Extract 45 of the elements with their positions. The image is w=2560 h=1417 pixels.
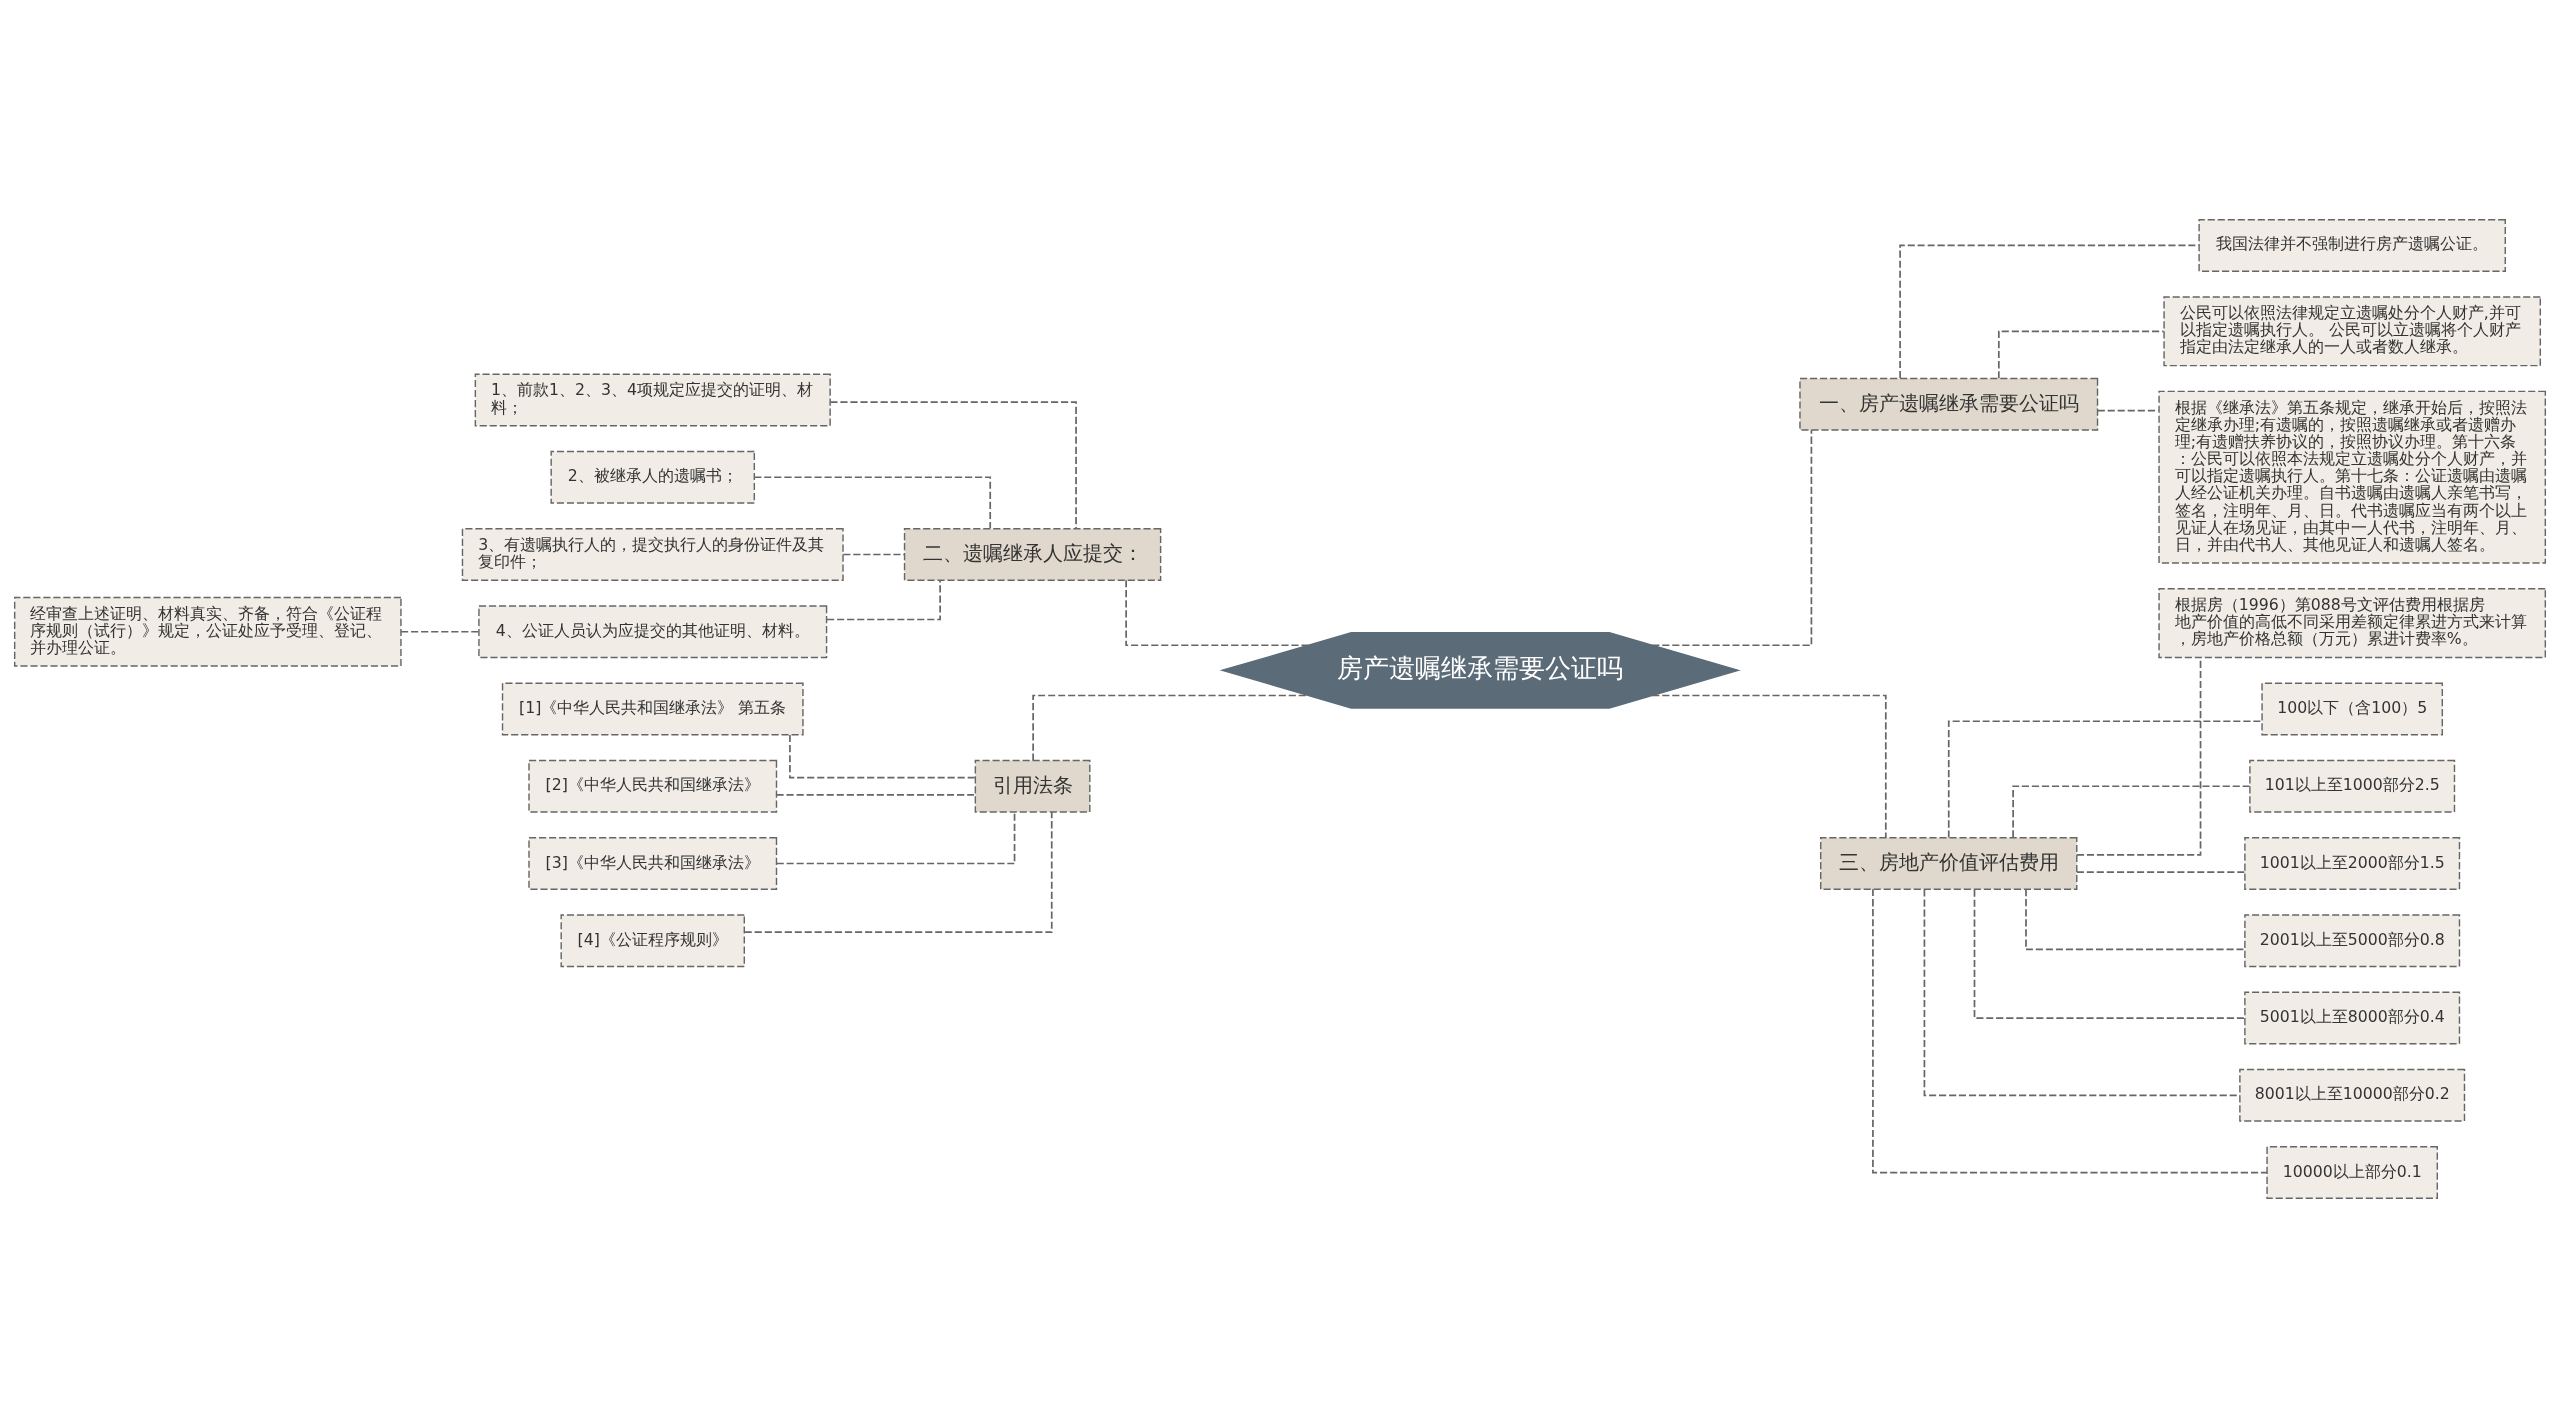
connector: [1872, 887, 2268, 1173]
node-box: 1、前款1、2、3、4项规定应提交的证明、材料；: [474, 373, 831, 426]
node-box: [3]《中华人民共和国继承法》: [528, 836, 778, 890]
connector: [1973, 888, 2246, 1019]
node-box: 4、公证人员认为应提交的其他证明、材料。: [478, 604, 828, 658]
node-box: [2]《中华人民共和国继承法》: [528, 759, 778, 813]
connector: [1651, 428, 1813, 646]
connector: [2076, 870, 2246, 873]
node-box: 101以上至1000部分2.5: [2249, 759, 2456, 813]
node-box: 我国法律并不强制进行房产遗嘱公证。: [2198, 218, 2506, 272]
connector: [1032, 694, 1309, 761]
connector: [743, 811, 1053, 933]
connector: [842, 553, 906, 555]
connector: [1899, 244, 2200, 379]
node-box: 一、房产遗嘱继承需要公证吗: [1799, 377, 2099, 431]
node-box: 5001以上至8000部分0.4: [2244, 991, 2461, 1044]
node-box: 三、房地产价值评估费用: [1820, 836, 2078, 890]
node-box: 经审查上述证明、材料真实、齐备，符合《公证程序规则（试行）》规定，公证处应予受理、登记、并办理公证。: [13, 596, 402, 667]
node-box: 3、有遗嘱执行人的，提交执行人的身份证件及其复印件；: [461, 527, 844, 581]
node-box: 8001以上至10000部分0.2: [2239, 1068, 2466, 1122]
node-box: 根据《继承法》第五条规定，继承开始后，按照法定继承办理;有遗嘱的，按照遗嘱继承或者遗赠办理;有遗赠扶养协议的，按照协议办理。第十六条：公民可以依照本法规定立遗嘱处分个人财产，并可以指定遗嘱执行人。第十七条：公证遗嘱由遗嘱人经公证机关办理。自书遗嘱由遗嘱人亲笔书写，签名，注明年、月、日。代书遗嘱应当有两个以上见证人在场见证，由其中一人代书，注明年、月、日，并由代书人、其他见证人和遗嘱人签名。: [2158, 390, 2547, 564]
connector: [2012, 784, 2251, 838]
node-box: 10000以上部分0.1: [2266, 1145, 2439, 1199]
connector: [775, 811, 1016, 864]
connector: [1947, 719, 2263, 838]
connector: [775, 793, 977, 796]
connector: [1651, 694, 1887, 838]
node-box: 二、遗嘱继承人应提交：: [903, 527, 1162, 581]
connector: [826, 579, 941, 620]
connector: [400, 630, 480, 633]
node-box: 公民可以依照法律规定立遗嘱处分个人财产,并可以指定遗嘱执行人。 公民可以立遗嘱将个人财产指定由法定继承人的一人或者数人继承。: [2163, 295, 2542, 366]
connector: [1125, 578, 1310, 646]
connector: [789, 733, 976, 779]
node-box: 引用法条: [974, 759, 1091, 813]
connector: [2025, 887, 2246, 950]
node-box: [4]《公证程序规则》: [560, 913, 746, 967]
node-box: 1001以上至2000部分1.5: [2244, 836, 2461, 890]
node-box: 2001以上至5000部分0.8: [2244, 913, 2461, 967]
node-box: 根据房（1996）第088号文评估费用根据房地产价值的高低不同采用差额定律累进方式来计算，房地产价格总额（万元）累进计费率%。: [2158, 587, 2547, 658]
connector: [753, 475, 992, 529]
connector: [1997, 329, 2165, 379]
node-box: [1]《中华人民共和国继承法》 第五条: [501, 682, 804, 735]
node-box: 100以下（含100）5: [2261, 682, 2444, 735]
node-box: 2、被继承人的遗嘱书；: [550, 450, 756, 504]
connector: [829, 400, 1077, 529]
